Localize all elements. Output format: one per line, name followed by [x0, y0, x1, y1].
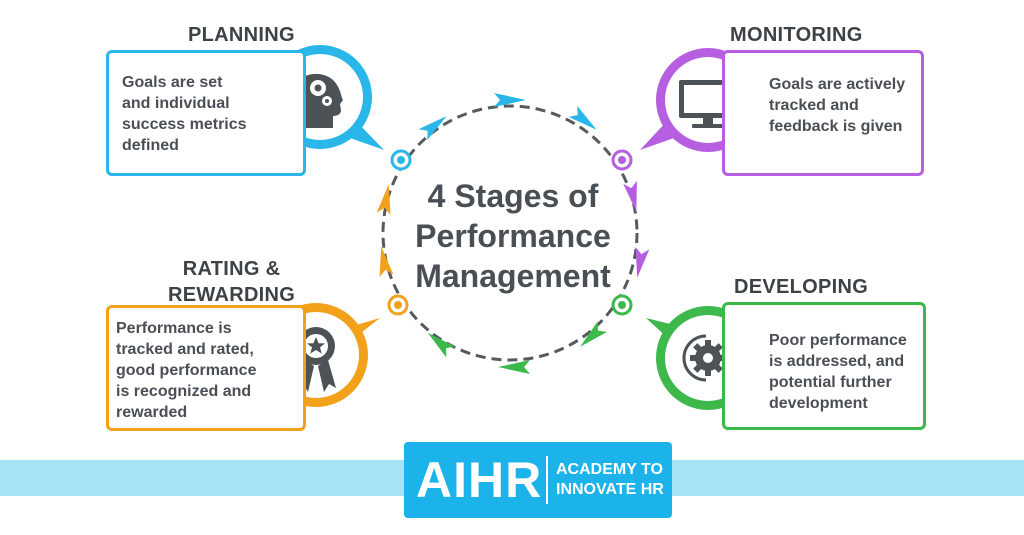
aihr-logo: AIHR ACADEMY TO INNOVATE HR — [404, 442, 672, 518]
cycle-arrow-orange-1 — [379, 246, 394, 278]
stage-box-monitoring — [722, 50, 924, 176]
stage-text-developing: Poor performance is addressed, and poten… — [769, 332, 907, 412]
stage-box-rating — [106, 305, 306, 431]
cycle-node-rating — [387, 294, 409, 316]
stage-box-developing — [722, 302, 926, 430]
cycle-arrow-green-1 — [580, 321, 608, 347]
cycle-arrow-orange-2 — [376, 184, 391, 216]
stage-text-rating: Performance is tracked and rated, good p… — [116, 320, 257, 421]
cycle-node-monitoring — [611, 149, 633, 171]
cycle-arrow-blue-3 — [568, 105, 597, 130]
logo-wordmark: AIHR — [416, 452, 543, 508]
logo-divider — [546, 456, 548, 504]
cycle-arrow-purple-1 — [623, 180, 637, 212]
logo-tagline: ACADEMY TO INNOVATE HR — [556, 461, 664, 498]
diagram-title: 4 Stages of Performance Management — [415, 178, 611, 294]
stage-box-planning — [106, 50, 306, 176]
stage-text-planning: Goals are set and individual success met… — [122, 74, 247, 154]
cycle-arrow-blue-2 — [494, 93, 526, 107]
cycle-node-developing — [611, 294, 633, 316]
stage-title-rating: RATING & REWARDING — [168, 258, 296, 306]
stage-text-monitoring: Goals are actively tracked and feedback … — [769, 76, 906, 135]
stage-title-planning: PLANNING — [188, 24, 295, 46]
cycle-arrow-green-3 — [427, 332, 456, 358]
stage-title-developing: DEVELOPING — [734, 276, 869, 298]
cycle-ring — [381, 104, 639, 362]
cycle-arrow-green-2 — [498, 360, 530, 374]
cycle-arrow-purple-2 — [635, 246, 650, 278]
stage-title-monitoring: MONITORING — [730, 24, 863, 46]
cycle-node-planning — [390, 149, 412, 171]
cycle-arrow-blue-1 — [418, 116, 447, 141]
